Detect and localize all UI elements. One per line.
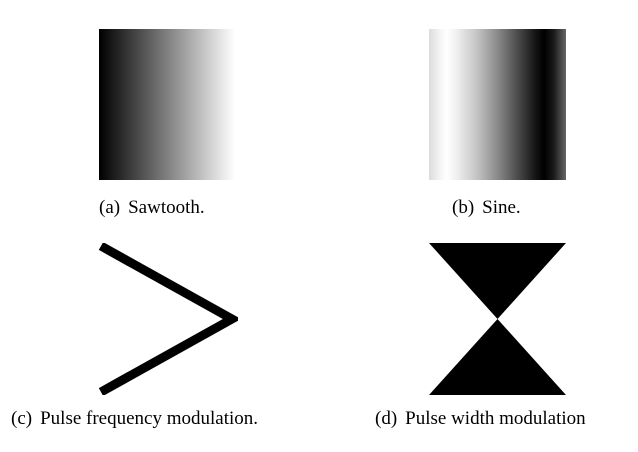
- caption-text: Sine.: [482, 197, 521, 218]
- caption-pulse-width: (d) Pulse width modulation: [375, 408, 635, 430]
- caption-sawtooth: (a) Sawtooth.: [99, 197, 259, 219]
- caption-tag: (d): [375, 408, 398, 429]
- caption-text: Sawtooth.: [128, 197, 205, 218]
- pulse-width-hourglass-image: [429, 243, 566, 395]
- caption-tag: (a): [99, 197, 121, 218]
- caption-tag: (b): [452, 197, 475, 218]
- pulse-frequency-chevron-image: [98, 243, 238, 395]
- top-triangle: [429, 243, 566, 319]
- bottom-triangle: [429, 319, 566, 395]
- caption-text: Pulse width modulation: [405, 408, 586, 429]
- caption-tag: (c): [11, 408, 33, 429]
- caption-text: Pulse frequency modulation.: [40, 408, 259, 429]
- sawtooth-gradient-image: [99, 29, 235, 180]
- caption-pulse-frequency: (c) Pulse frequency modulation.: [11, 408, 311, 430]
- caption-sine: (b) Sine.: [452, 197, 572, 219]
- chevron-line: [98, 243, 238, 395]
- sine-gradient-image: [429, 29, 566, 180]
